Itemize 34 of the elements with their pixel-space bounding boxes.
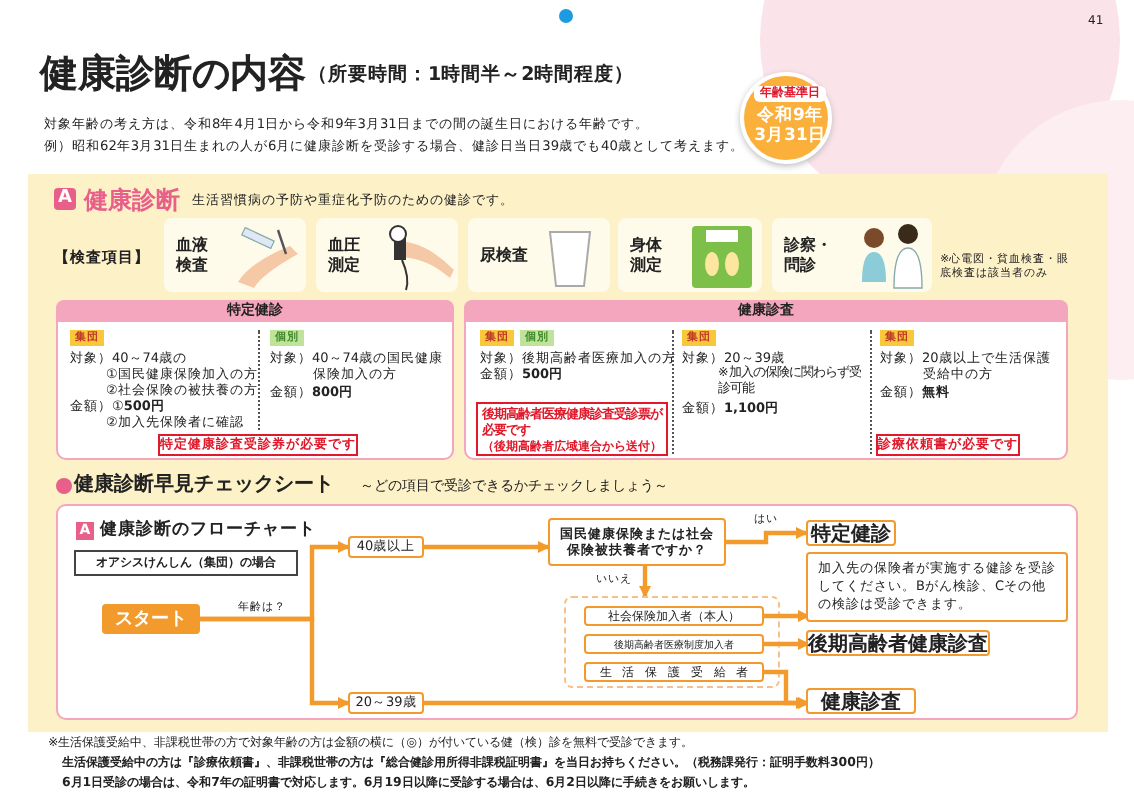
start-box: スタート [102, 604, 200, 634]
exam-item-label: 診察・問診 [784, 235, 834, 275]
arrow [424, 541, 550, 553]
flowchart-heading: 健康診断のフローチャート [100, 520, 316, 542]
exam-item-card [316, 218, 458, 292]
exam-item-card [164, 218, 306, 292]
section-panel [28, 174, 1108, 732]
result-box: 後期高齢者健康診査 [806, 630, 990, 656]
result-box: 健康診査 [806, 688, 916, 714]
badge-date: 令和9年3月31日 [752, 106, 828, 146]
duration-text: （所要時間：1時間半～2時間程度） [308, 62, 635, 88]
exam-panel [464, 300, 1068, 460]
exam-item-label: 血圧測定 [328, 235, 362, 275]
arrow [764, 638, 810, 650]
arrow [764, 669, 810, 709]
arrow [726, 527, 808, 545]
exam-item-card [468, 218, 610, 292]
arrow [200, 616, 350, 709]
flowchart-panel [56, 504, 1078, 720]
exam-item-label: 血液検査 [176, 235, 210, 275]
exam-item-card [618, 218, 762, 292]
arrow [764, 610, 810, 622]
exam-item-card [772, 218, 932, 292]
arrow [639, 566, 651, 598]
section-letter: A [54, 188, 76, 210]
checksheet-heading: 健康診断早見チェックシート [74, 471, 334, 498]
exam-item-label: 身体測定 [630, 235, 664, 275]
requirement-note [476, 402, 668, 456]
date-badge [740, 72, 832, 164]
exam-panel [56, 300, 454, 460]
page-title: 健康診断の内容 [40, 50, 306, 100]
result-box: 特定健診 [806, 520, 896, 546]
exam-item-label: 尿検査 [480, 245, 530, 265]
section-heading: 健康診断 [84, 184, 180, 218]
